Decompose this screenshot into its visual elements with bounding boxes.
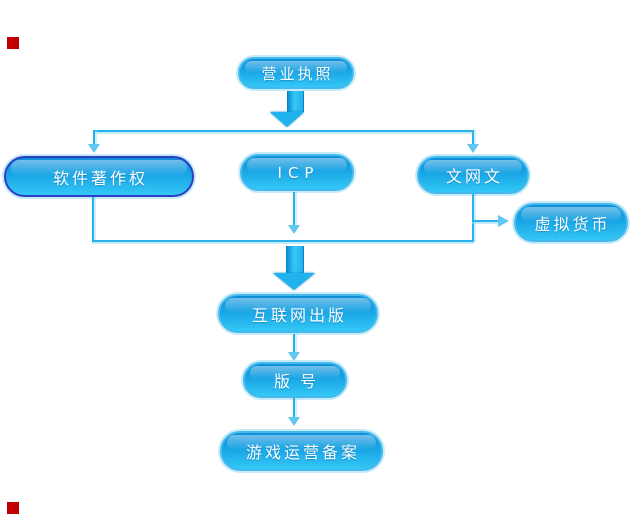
connector-icp-down — [293, 192, 295, 225]
connector-software-copyright-down — [92, 197, 94, 242]
node-business-license: 营业执照 — [238, 57, 354, 89]
node-software-copyright-label: 软件著作权 — [52, 168, 148, 188]
node-publication-number: 版号 — [243, 362, 347, 398]
arrowhead-to-virtual-currency — [498, 215, 509, 227]
node-business-license-label: 营业执照 — [261, 64, 334, 83]
connector-culture-network-down — [472, 194, 474, 242]
arrowhead-to-software-copyright — [88, 144, 100, 153]
node-virtual-currency: 虚拟货币 — [514, 203, 628, 242]
node-game-operation-filing: 游戏运营备案 — [220, 431, 383, 471]
thick-arrow-merge-head — [273, 273, 315, 290]
node-publication-number-label: 版号 — [273, 372, 326, 391]
arrowhead-icp-down — [288, 225, 300, 234]
thick-arrow-business-head — [270, 112, 304, 127]
node-game-operation-filing-label: 游戏运营备案 — [245, 443, 360, 462]
node-software-copyright: 软件著作权 — [4, 156, 194, 197]
connector-publishing-to-number — [293, 334, 295, 352]
node-icp-label: ICP — [277, 163, 320, 182]
stub-to-software-copyright — [93, 130, 95, 144]
node-internet-publishing-label: 互联网出版 — [251, 305, 347, 325]
arrowhead-to-culture-network — [467, 144, 479, 153]
node-icp: ICP — [240, 154, 354, 191]
arrowhead-number-to-filing — [288, 417, 300, 426]
arrowhead-publishing-to-number — [288, 352, 300, 361]
red-square-marker-top — [7, 37, 19, 49]
stub-to-culture-network — [472, 130, 474, 144]
node-internet-publishing: 互联网出版 — [218, 294, 378, 333]
merge-line-bottom — [92, 240, 474, 242]
node-virtual-currency-label: 虚拟货币 — [534, 214, 611, 234]
red-square-marker-bottom — [7, 502, 19, 514]
node-culture-network: 文网文 — [417, 156, 529, 194]
connector-to-virtual-currency — [472, 220, 498, 222]
node-culture-network-label: 文网文 — [445, 167, 503, 186]
thick-arrow-merge-shaft — [286, 246, 304, 273]
connector-number-to-filing — [293, 398, 295, 417]
thick-arrow-business-shaft — [287, 91, 304, 112]
branch-line-top — [93, 130, 474, 132]
